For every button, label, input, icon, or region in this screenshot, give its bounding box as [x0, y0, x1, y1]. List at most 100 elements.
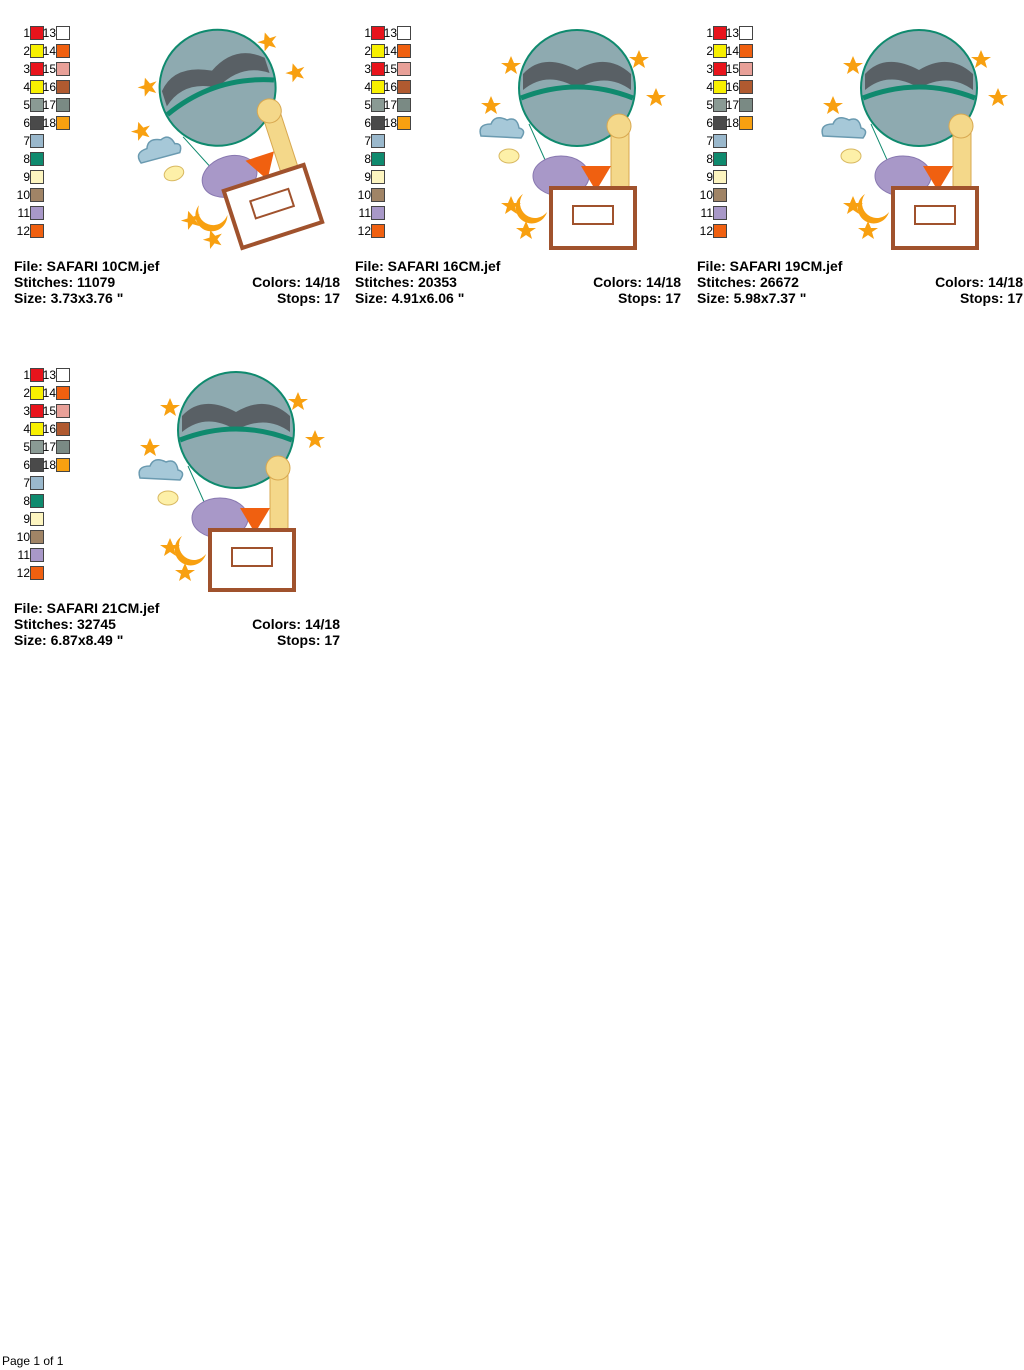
- thread-color-box: [371, 152, 385, 166]
- embroidery-preview: [821, 29, 1008, 250]
- thread-number: 1: [706, 26, 713, 40]
- thread-number: 17: [42, 98, 56, 112]
- thread-number: 4: [364, 80, 371, 94]
- thread-color-box: [30, 224, 44, 238]
- thread-color-box: [713, 116, 727, 130]
- thread-color-box: [713, 44, 727, 58]
- thread-color-box: [371, 98, 385, 112]
- design-stitches: Stitches: 11079: [14, 274, 116, 290]
- design-size: Size: 6.87x8.49 ": [14, 632, 124, 648]
- thread-color-box: [56, 26, 70, 40]
- thread-color-box: [739, 116, 753, 130]
- thread-color-box: [30, 548, 44, 562]
- thread-number: 7: [364, 134, 371, 148]
- thread-number: 10: [16, 188, 30, 202]
- thread-color-box: [30, 116, 44, 130]
- thread-color-box: [30, 476, 44, 490]
- thread-number: 14: [383, 44, 397, 58]
- design-image: [793, 26, 1024, 256]
- thread-color-box: [713, 98, 727, 112]
- thread-color-box: [56, 458, 70, 472]
- page-footer: Page 1 of 1: [2, 1354, 64, 1368]
- thread-color-box: [397, 116, 411, 130]
- thread-color-box: [30, 26, 44, 40]
- thread-color-box: [713, 224, 727, 238]
- thread-number: 4: [23, 422, 30, 436]
- thread-number: 1: [23, 26, 30, 40]
- thread-number: 16: [42, 80, 56, 94]
- thread-number: 11: [700, 206, 713, 220]
- thread-number: 17: [383, 98, 397, 112]
- thread-number: 5: [23, 98, 30, 112]
- thread-color-box: [30, 206, 44, 220]
- thread-number: 13: [383, 26, 397, 40]
- thread-color-box: [30, 188, 44, 202]
- thread-number: 13: [725, 26, 739, 40]
- thread-color-box: [30, 512, 44, 526]
- thread-number: 18: [383, 116, 397, 130]
- thread-color-box: [30, 530, 44, 544]
- thread-number: 8: [23, 494, 30, 508]
- design-colors: Colors: 14/18: [252, 616, 340, 632]
- thread-color-box: [713, 152, 727, 166]
- thread-number: 16: [725, 80, 739, 94]
- thread-number: 1: [364, 26, 371, 40]
- thread-color-box: [713, 206, 727, 220]
- thread-color-box: [371, 170, 385, 184]
- thread-number: 3: [23, 62, 30, 76]
- thread-color-box: [56, 368, 70, 382]
- thread-color-box: [371, 62, 385, 76]
- thread-number: 18: [725, 116, 739, 130]
- thread-number: 10: [699, 188, 713, 202]
- thread-number: 9: [23, 170, 30, 184]
- thread-number: 2: [364, 44, 371, 58]
- thread-color-box: [371, 44, 385, 58]
- thread-number: 6: [23, 116, 30, 130]
- stars: [130, 32, 305, 249]
- thread-number: 15: [383, 62, 397, 76]
- thread-number: 3: [364, 62, 371, 76]
- thread-color-box: [371, 188, 385, 202]
- design-stitches: Stitches: 20353: [355, 274, 457, 290]
- design-stops: Stops: 17: [276, 632, 340, 648]
- thread-color-box: [30, 440, 44, 454]
- design-colors: Colors: 14/18: [252, 274, 340, 290]
- thread-color-box: [30, 44, 44, 58]
- design-size: Size: 3.73x3.76 ": [14, 290, 124, 306]
- thread-number: 14: [725, 44, 739, 58]
- thread-color-box: [739, 98, 753, 112]
- thread-number: 9: [364, 170, 371, 184]
- thread-number: 10: [16, 530, 30, 544]
- thread-number: 13: [42, 26, 56, 40]
- thread-color-box: [30, 98, 44, 112]
- design-size: Size: 4.91x6.06 ": [355, 290, 465, 306]
- thread-color-box: [739, 62, 753, 76]
- thread-color-box: [30, 494, 44, 508]
- thread-color-box: [30, 152, 44, 166]
- thread-color-box: [713, 134, 727, 148]
- embroidery-preview: [138, 371, 325, 592]
- thread-color-box: [30, 404, 44, 418]
- thread-color-box: [371, 116, 385, 130]
- thread-color-box: [56, 44, 70, 58]
- thread-color-box: [30, 134, 44, 148]
- design-file: File: SAFARI 19CM.jef: [697, 258, 843, 274]
- thread-number: 15: [42, 62, 56, 76]
- thread-number: 12: [16, 224, 30, 238]
- thread-number: 12: [357, 224, 371, 238]
- thread-number: 4: [706, 80, 713, 94]
- design-image: [451, 26, 683, 256]
- thread-number: 5: [706, 98, 713, 112]
- thread-number: 18: [42, 458, 56, 472]
- thread-color-box: [713, 170, 727, 184]
- thread-number: 6: [706, 116, 713, 130]
- thread-number: 10: [357, 188, 371, 202]
- design-file: File: SAFARI 10CM.jef: [14, 258, 160, 274]
- thread-number: 8: [23, 152, 30, 166]
- thread-number: 5: [364, 98, 371, 112]
- thread-color-box: [739, 44, 753, 58]
